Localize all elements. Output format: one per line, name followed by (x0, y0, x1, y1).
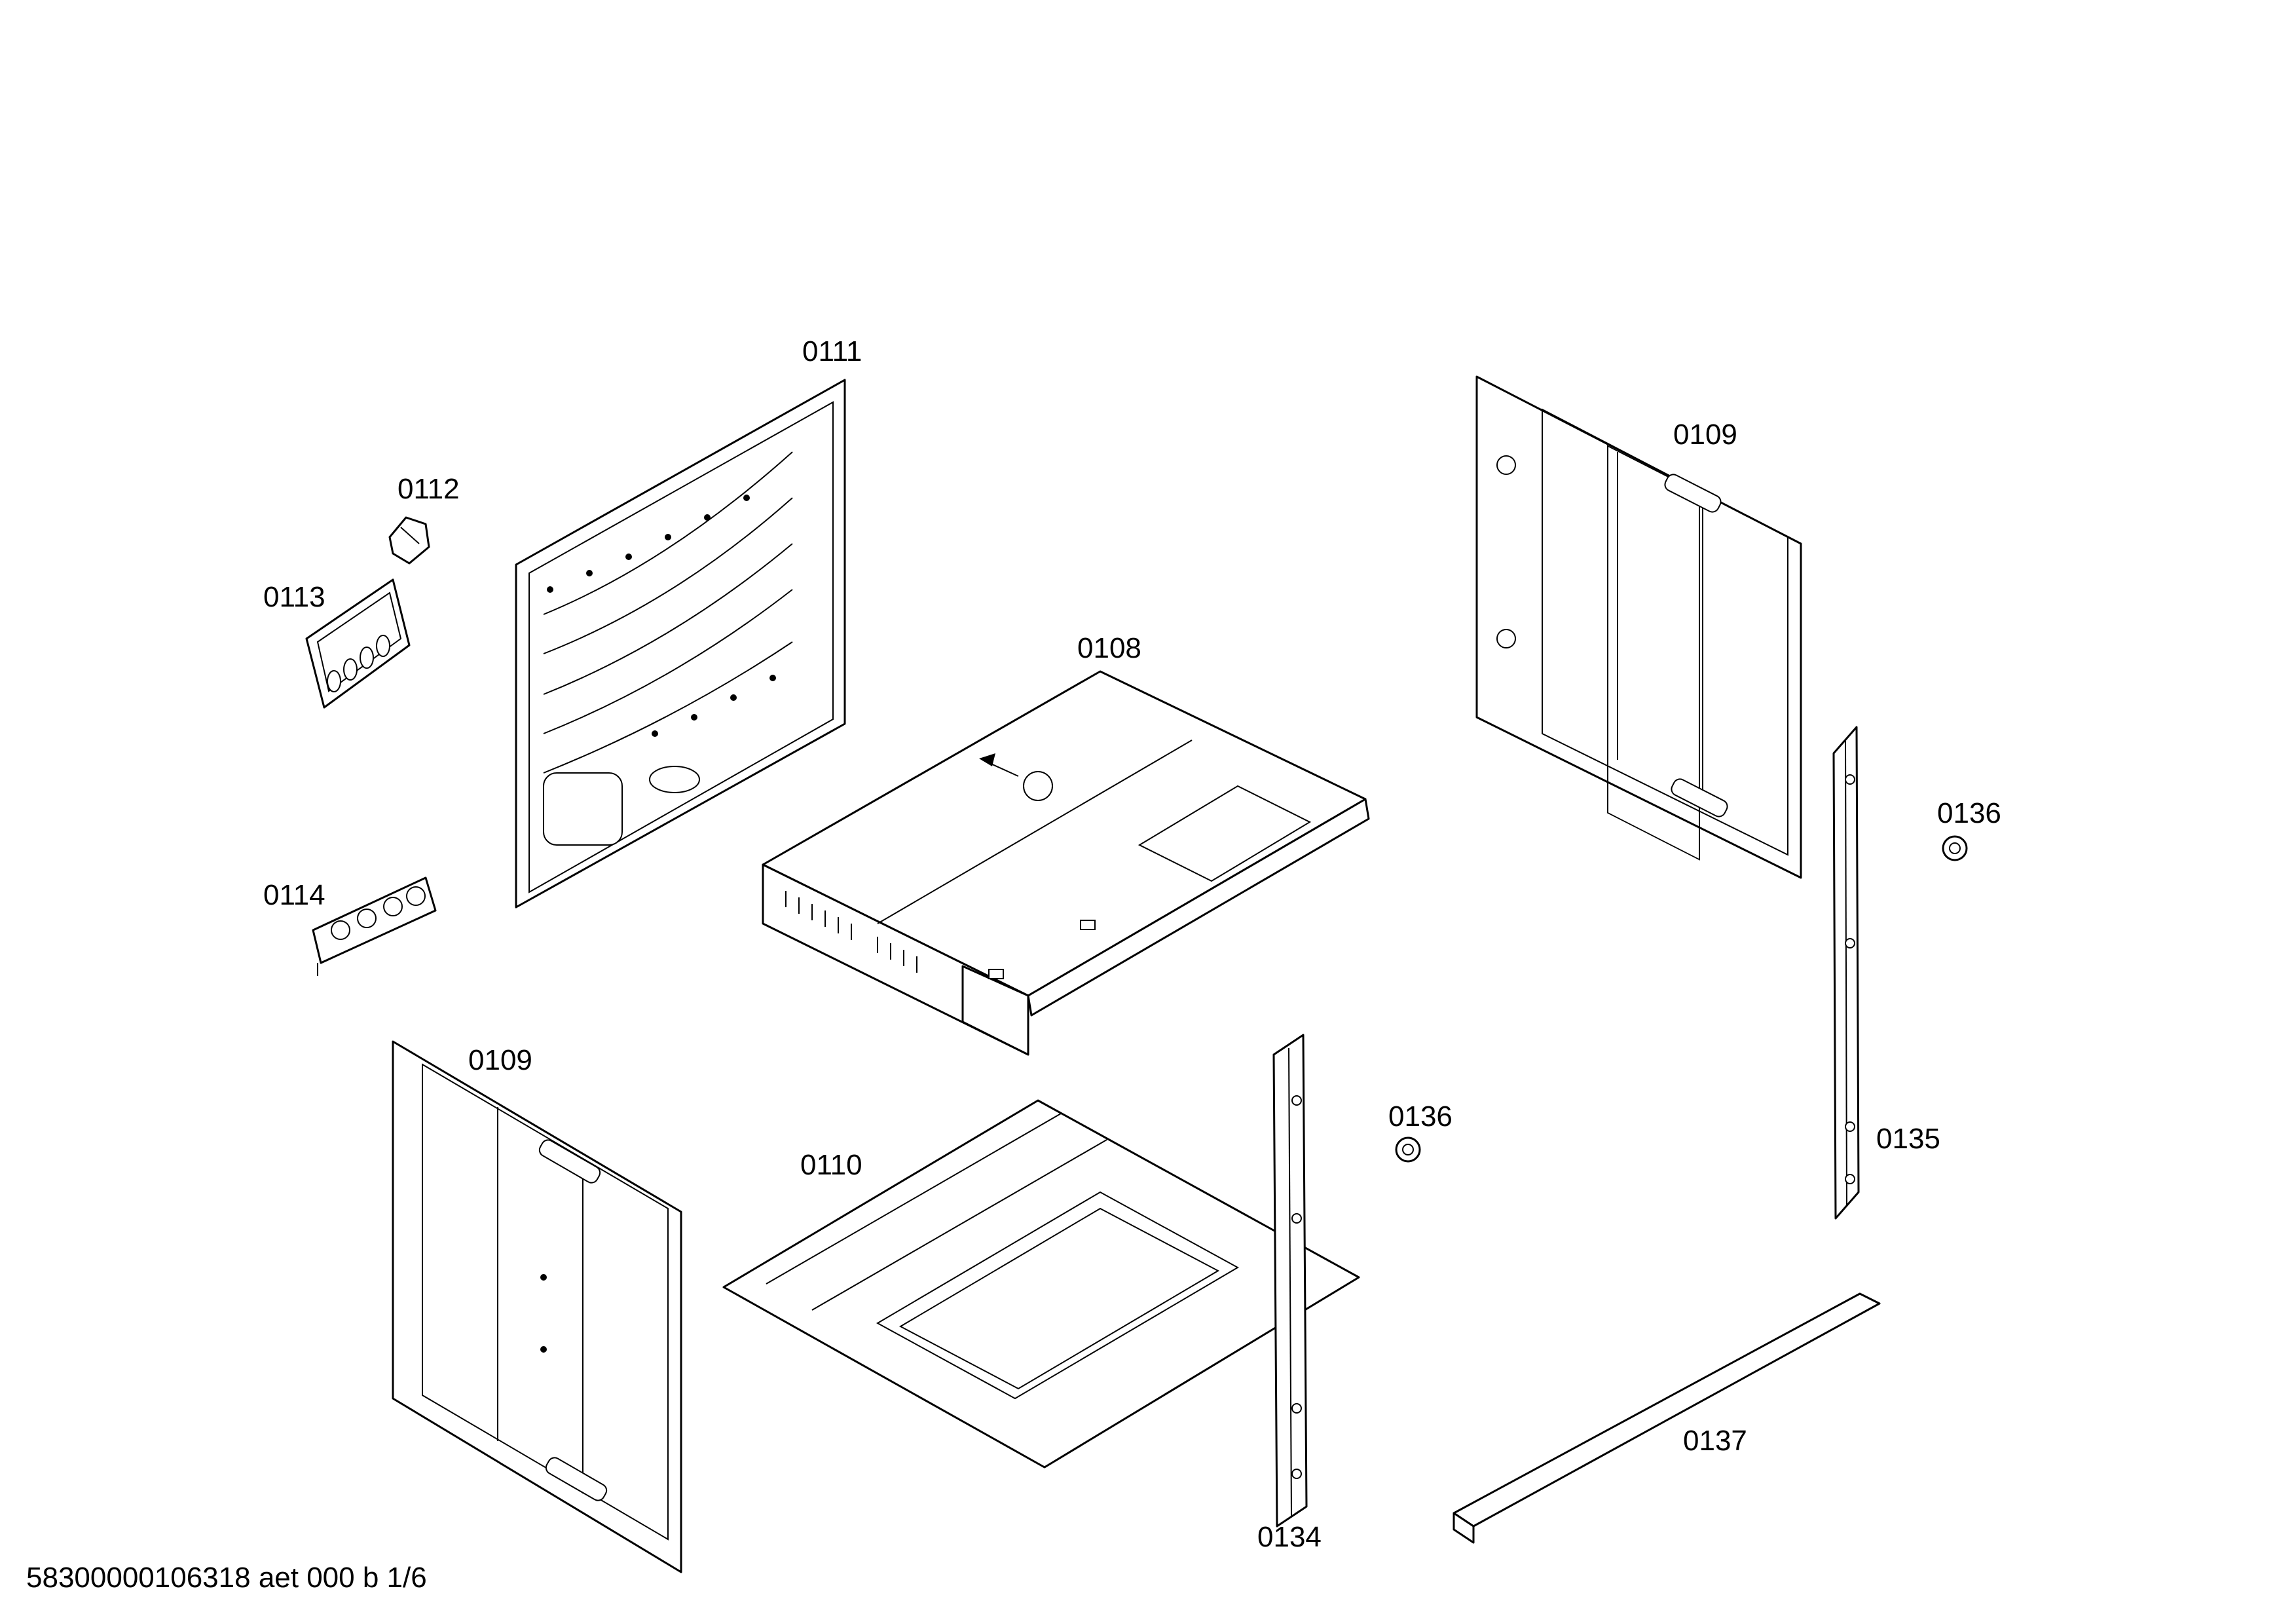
label-0134: 0134 (1257, 1521, 1322, 1553)
part-0136-bolt-bottom (1395, 1136, 1421, 1163)
label-0109-top: 0109 (1673, 419, 1737, 451)
part-0114-terminal-strip (312, 876, 437, 976)
label-0113: 0113 (263, 581, 325, 613)
label-0137: 0137 (1683, 1425, 1747, 1457)
part-0136-bolt-top (1942, 835, 1968, 861)
label-0114: 0114 (263, 879, 325, 911)
label-0108: 0108 (1077, 632, 1141, 664)
part-0109-side-panel-right (1475, 375, 1802, 879)
label-0135: 0135 (1876, 1123, 1940, 1155)
label-0109-bottom: 0109 (468, 1044, 532, 1076)
part-0111-rear-panel (515, 379, 846, 909)
label-0110: 0110 (800, 1149, 862, 1181)
part-0110-bottom-tray (722, 1099, 1360, 1469)
label-0111: 0111 (802, 335, 862, 367)
part-0134-rail-middle (1272, 1034, 1308, 1528)
label-0136-bottom: 0136 (1388, 1100, 1453, 1133)
part-0135-rail-right (1832, 726, 1860, 1220)
label-0112: 0112 (398, 473, 460, 505)
label-0136-top: 0136 (1937, 797, 2001, 829)
part-0108-top-cover (762, 670, 1370, 1056)
part-0137-front-rail (1453, 1292, 1881, 1544)
document-reference: 58300000106318 aet 000 b 1/6 (26, 1562, 427, 1594)
part-0112-clip (388, 516, 430, 565)
part-0113-terminal-block (305, 578, 411, 709)
part-0109-side-panel-left (392, 1040, 682, 1573)
